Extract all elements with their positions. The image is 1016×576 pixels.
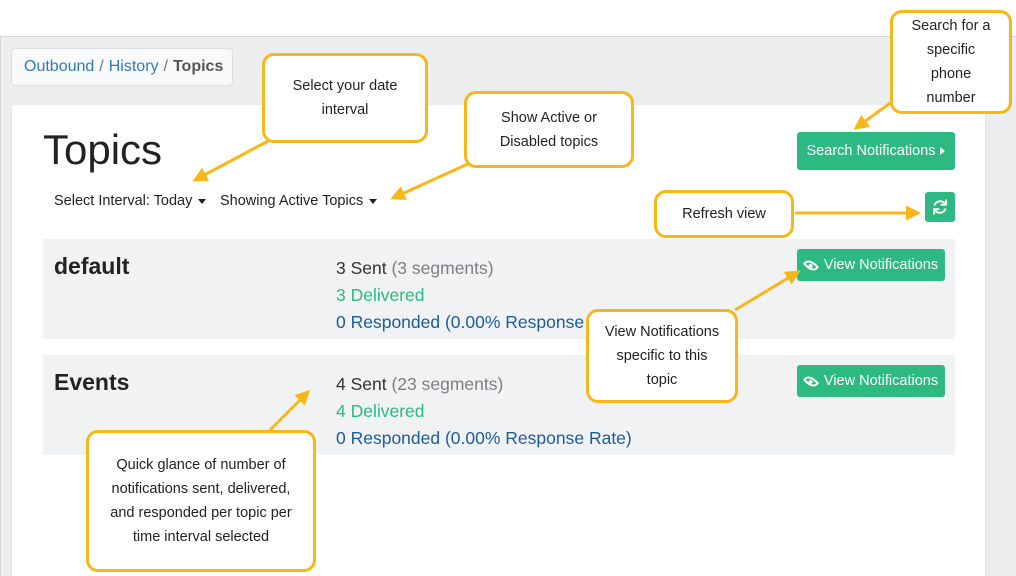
segments-count: (3 segments) xyxy=(391,258,494,278)
callout-line: and responded per topic per xyxy=(110,505,292,521)
callout-line: Search for a xyxy=(911,18,991,34)
callout-line: Select your date xyxy=(292,78,398,94)
callout-line: Disabled topics xyxy=(499,133,599,150)
topic-stats: 3 Sent (3 segments) 3 Delivered 0 Respon… xyxy=(336,255,584,336)
caret-down-icon xyxy=(369,198,378,204)
breadcrumb-outbound[interactable]: Outbound xyxy=(24,58,95,75)
callout-date-interval: Select your date interval xyxy=(262,53,428,143)
search-notifications-label: Search Notifications xyxy=(806,143,936,159)
responded-count: 0 Responded (0.00% Response xyxy=(336,312,585,332)
breadcrumb: Outbound / History / Topics xyxy=(11,48,233,86)
topic-stats: 4 Sent (23 segments) 4 Delivered 0 Respo… xyxy=(336,371,632,452)
callout-quick-glance: Quick glance of number of notifications … xyxy=(86,430,316,572)
topic-name: default xyxy=(54,253,130,279)
callout-line: time interval selected xyxy=(132,529,270,545)
breadcrumb-current: Topics xyxy=(172,58,224,75)
interval-dropdown[interactable]: Select Interval: Today xyxy=(54,193,207,209)
sent-count: 4 Sent xyxy=(336,374,387,394)
sent-count: 3 Sent xyxy=(336,258,387,278)
interval-dropdown-label: Select Interval: Today xyxy=(54,193,193,209)
caret-right-icon xyxy=(940,147,946,155)
callout-line: Refresh view xyxy=(682,206,766,222)
callout-line: interval xyxy=(321,102,369,118)
delivered-count: 4 Delivered xyxy=(336,401,425,421)
callout-line: topic xyxy=(646,372,678,388)
eye-icon xyxy=(802,372,820,390)
callout-line: Quick glance of number of xyxy=(116,457,286,473)
callout-line: specific to this xyxy=(616,348,708,364)
page-title: Topics xyxy=(43,126,163,173)
delivered-count: 3 Delivered xyxy=(336,285,425,305)
breadcrumb-separator: / xyxy=(163,58,168,75)
segments-count: (23 segments) xyxy=(391,374,504,394)
callout-line: Show Active or xyxy=(501,109,597,126)
topic-status-dropdown-label: Showing Active Topics xyxy=(220,193,364,209)
caret-down-icon xyxy=(198,198,207,204)
refresh-icon xyxy=(933,199,947,215)
eye-icon xyxy=(802,256,820,274)
responded-count: 0 Responded (0.00% Response Rate) xyxy=(336,428,632,448)
topic-row: Events 4 Sent (23 segments) 4 Delivered … xyxy=(43,355,955,455)
refresh-button[interactable] xyxy=(925,192,955,222)
callout-line: specific xyxy=(926,42,976,58)
callout-line: phone xyxy=(930,66,972,82)
search-notifications-button[interactable]: Search Notifications xyxy=(797,132,955,170)
view-notifications-label: View Notifications xyxy=(823,373,939,389)
topic-status-dropdown[interactable]: Showing Active Topics xyxy=(220,193,378,209)
topic-row: default 3 Sent (3 segments) 3 Delivered … xyxy=(43,239,955,339)
callout-view-notifications: View Notifications specific to this topi… xyxy=(586,309,738,403)
breadcrumb-history[interactable]: History xyxy=(108,58,159,75)
callout-line: View Notifications xyxy=(604,324,720,340)
callout-search: Search for a specific phone number xyxy=(890,10,1012,114)
callout-line: notifications sent, delivered, xyxy=(111,481,291,497)
view-notifications-button[interactable]: View Notifications xyxy=(797,365,945,397)
breadcrumb-separator: / xyxy=(99,58,104,75)
topic-name: Events xyxy=(54,369,130,395)
view-notifications-button[interactable]: View Notifications xyxy=(797,249,945,281)
view-notifications-label: View Notifications xyxy=(823,257,939,273)
callout-refresh: Refresh view xyxy=(654,190,794,238)
callout-topic-status: Show Active or Disabled topics xyxy=(464,91,634,168)
callout-line: number xyxy=(926,90,976,106)
